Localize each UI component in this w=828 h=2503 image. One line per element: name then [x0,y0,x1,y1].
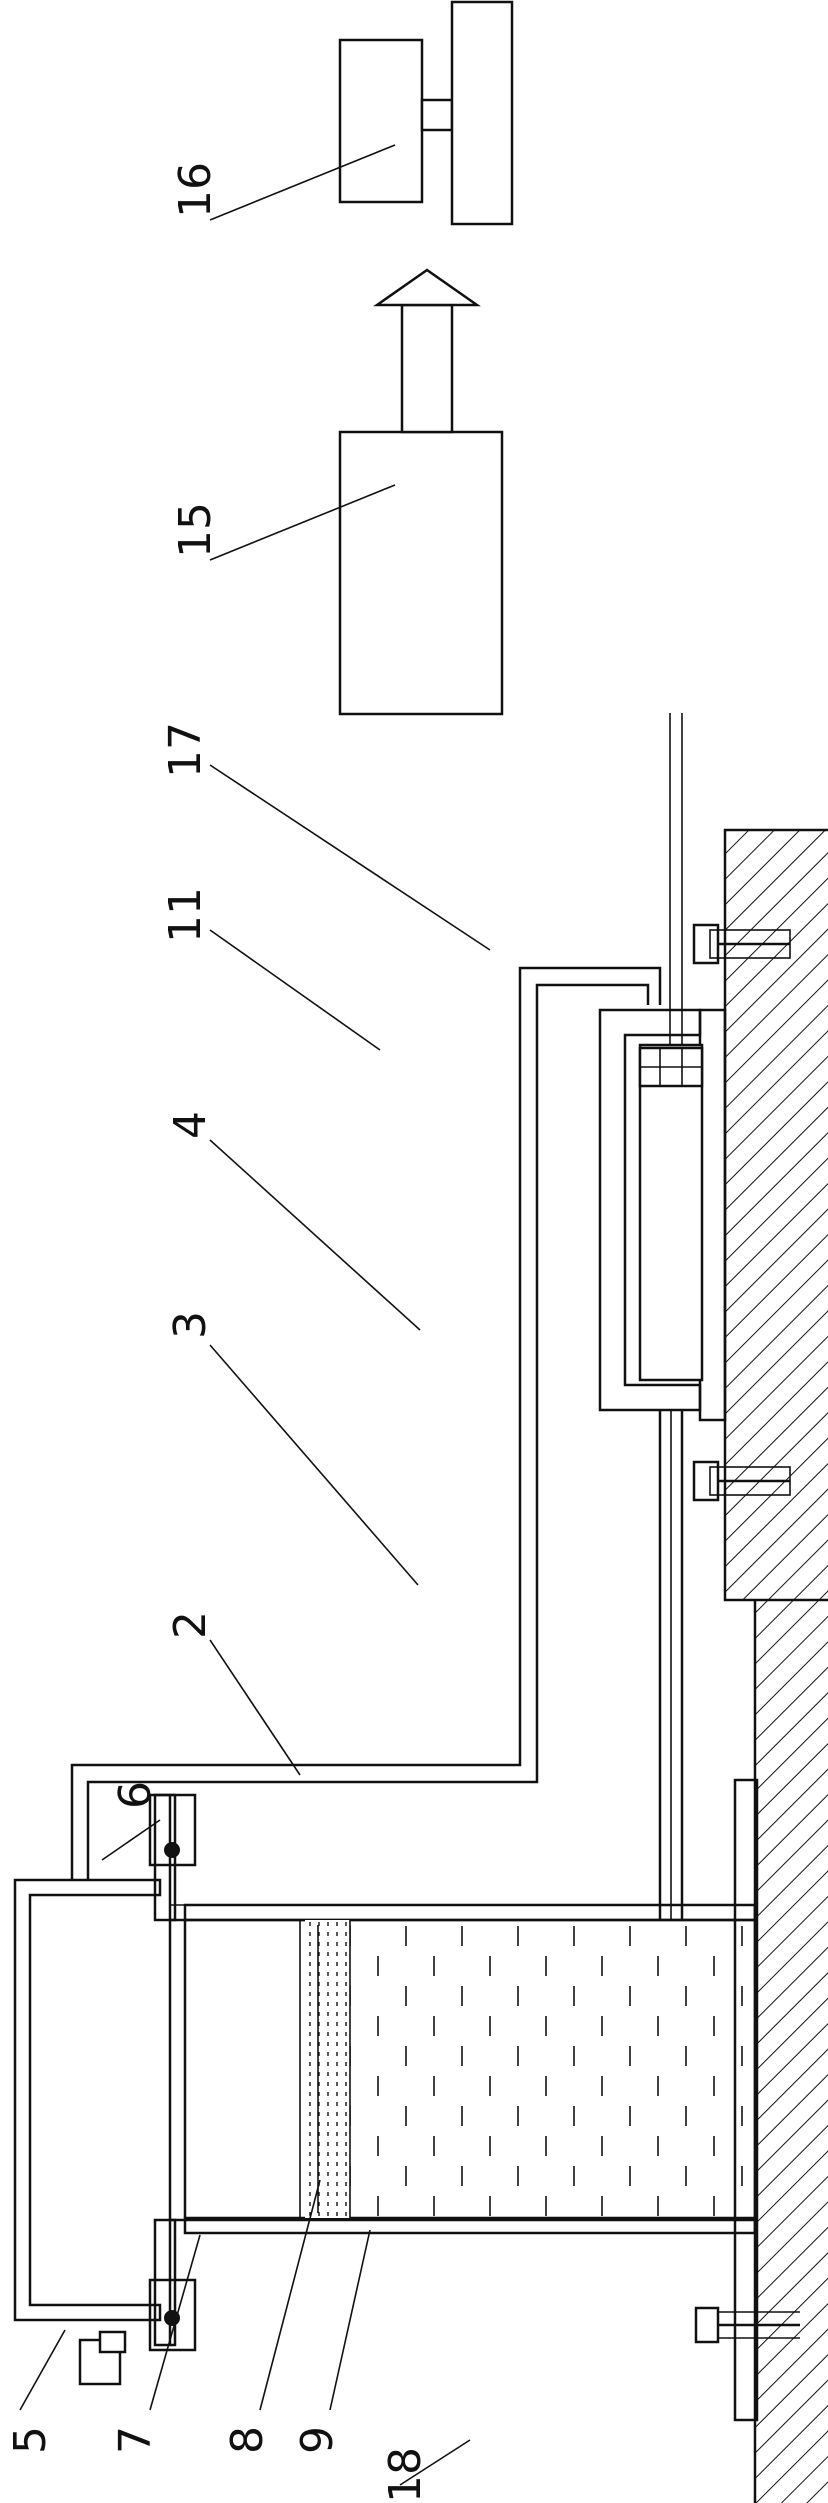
device-15 [340,270,502,714]
ground-base-upper [725,830,828,1600]
label-3: 3 [165,1311,216,1339]
piston-cylinder [640,1045,702,1380]
liquid-layer-7 [305,1920,350,2218]
label-18: 18 [380,2447,431,2503]
cylinder-base-plate [700,1010,725,1420]
label-2: 2 [165,1611,216,1639]
label-5: 5 [5,2426,56,2454]
tank-neck [155,1795,175,2345]
seal-6 [164,1842,180,2326]
anchor-bolt-upper-1 [694,925,790,963]
label-7: 7 [110,2426,161,2454]
device-16 [340,2,512,224]
pipe-3 [660,1410,682,1920]
liquid-8 [300,1920,755,2218]
ground-base-lower [755,1600,828,2503]
label-17: 17 [160,722,211,778]
label-16: 16 [170,162,221,218]
connecting-rod [670,713,682,1045]
cap-bolt [80,2332,125,2384]
label-9: 9 [292,2426,343,2454]
label-6: 6 [110,1781,161,1809]
label-15: 15 [170,502,221,558]
label-8: 8 [222,2426,273,2454]
label-11: 11 [160,887,211,943]
pipe-2 [72,968,660,1880]
label-4: 4 [165,1111,216,1139]
anchor-bolt-upper-2 [694,1462,790,1500]
cap-5 [15,1795,195,2350]
